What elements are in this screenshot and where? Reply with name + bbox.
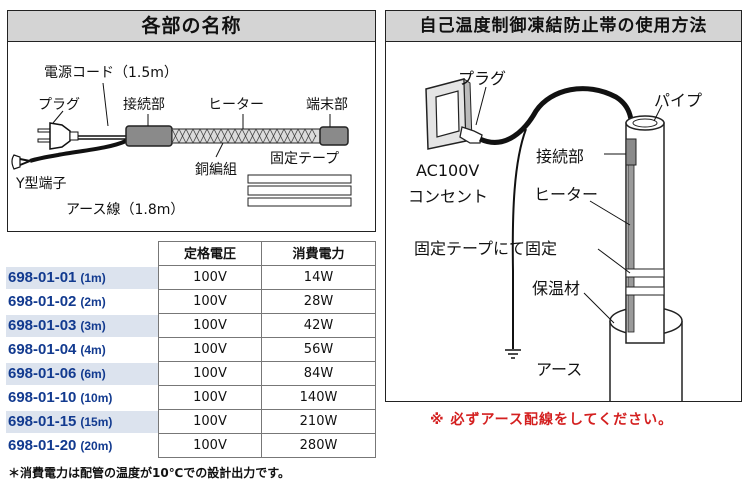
product-code-number: 698-01-15 [8,413,77,430]
cell-power: 84W [261,362,376,386]
label-outlet: コンセント [408,187,489,206]
product-code-number: 698-01-10 [8,389,77,406]
connector-part [125,125,173,147]
product-code: 698-01-01(1m) [8,266,106,290]
cell-power: 42W [261,314,376,338]
product-code-number: 698-01-06 [8,365,77,382]
heater-cable [171,128,321,144]
parts-panel: 各部の名称 [7,10,376,232]
label-heater: ヒーター [208,97,264,113]
cell-power: 210W [261,410,376,434]
spec-table-header: 定格電圧 消費電力 [158,241,376,266]
earth-warning: ※ 必ずアース配線をしてください。 [430,412,674,428]
connector-part [625,138,637,166]
header-power: 消費電力 [261,241,376,266]
spec-note: ＊消費電力は配管の温度が10℃での設計出力です。 [8,466,291,480]
parts-panel-title: 各部の名称 [8,11,375,42]
power-cord [478,86,635,145]
y-terminal-icon [11,154,31,170]
product-code: 698-01-15(15m) [8,410,112,434]
product-code-number: 698-01-03 [8,317,77,334]
label-fixing-tape: 固定テープ [270,151,340,167]
label-plug: プラグ [38,97,80,113]
end-part [319,126,349,146]
label-end-part: 端末部 [306,97,348,113]
product-length: (10m) [80,391,113,405]
product-code-number: 698-01-04 [8,341,77,358]
cell-power: 140W [261,386,376,410]
label-heater: ヒーター [534,185,599,204]
label-power-cord: 電源コード（1.5m） [44,65,178,81]
cell-power: 28W [261,290,376,314]
product-length: (4m) [80,343,106,357]
label-pipe: パイプ [654,91,703,110]
label-outlet-voltage: AC100V [416,161,480,180]
earth-wire [29,139,127,163]
fixing-tape-bands [625,268,665,296]
product-code: 698-01-03(3m) [8,314,106,338]
header-voltage: 定格電圧 [158,241,262,266]
label-earth-wire: アース線（1.8m） [66,202,185,218]
cell-voltage: 100V [158,362,262,386]
cell-voltage: 100V [158,314,262,338]
label-y-terminal: Y型端子 [16,176,67,192]
cell-power: 14W [261,266,376,290]
usage-diagram [425,78,683,401]
cell-power: 280W [261,434,376,458]
usage-panel-title: 自己温度制御凍結防止帯の使用方法 [386,11,741,42]
product-code-number: 698-01-02 [8,293,77,310]
product-code: 698-01-04(4m) [8,338,106,362]
product-code: 698-01-20(20m) [8,434,112,458]
earth-ground-icon [505,349,521,359]
label-insulation: 保温材 [532,279,581,298]
product-length: (1m) [80,271,106,285]
cell-voltage: 100V [158,266,262,290]
label-earth: アース [536,360,583,379]
product-length: (15m) [80,415,113,429]
product-code-number: 698-01-20 [8,437,77,454]
product-length: (6m) [80,367,106,381]
cell-voltage: 100V [158,290,262,314]
product-code: 698-01-10(10m) [8,386,112,410]
product-code: 698-01-06(6m) [8,362,106,386]
plug-icon [459,126,483,144]
product-length: (2m) [80,295,106,309]
product-code: 698-01-02(2m) [8,290,106,314]
product-length: (3m) [80,319,106,333]
earth-wire [511,128,527,349]
outlet-icon [425,78,473,150]
heater-cable [627,146,635,333]
cable-diagram [11,82,352,207]
product-length: (20m) [80,439,113,453]
cell-voltage: 100V [158,386,262,410]
cell-power: 56W [261,338,376,362]
label-connector: 接続部 [123,97,165,113]
fixing-tape [247,174,352,207]
label-copper-braid: 銅編組 [195,162,237,178]
cell-voltage: 100V [158,338,262,362]
usage-panel: 自己温度制御凍結防止帯の使用方法 [385,10,742,402]
cell-voltage: 100V [158,410,262,434]
plug-icon [37,122,79,150]
cell-voltage: 100V [158,434,262,458]
label-tape: 固定テープにて固定 [414,239,558,258]
product-code-number: 698-01-01 [8,269,77,286]
label-connector: 接続部 [536,147,585,166]
label-plug: プラグ [458,69,507,88]
